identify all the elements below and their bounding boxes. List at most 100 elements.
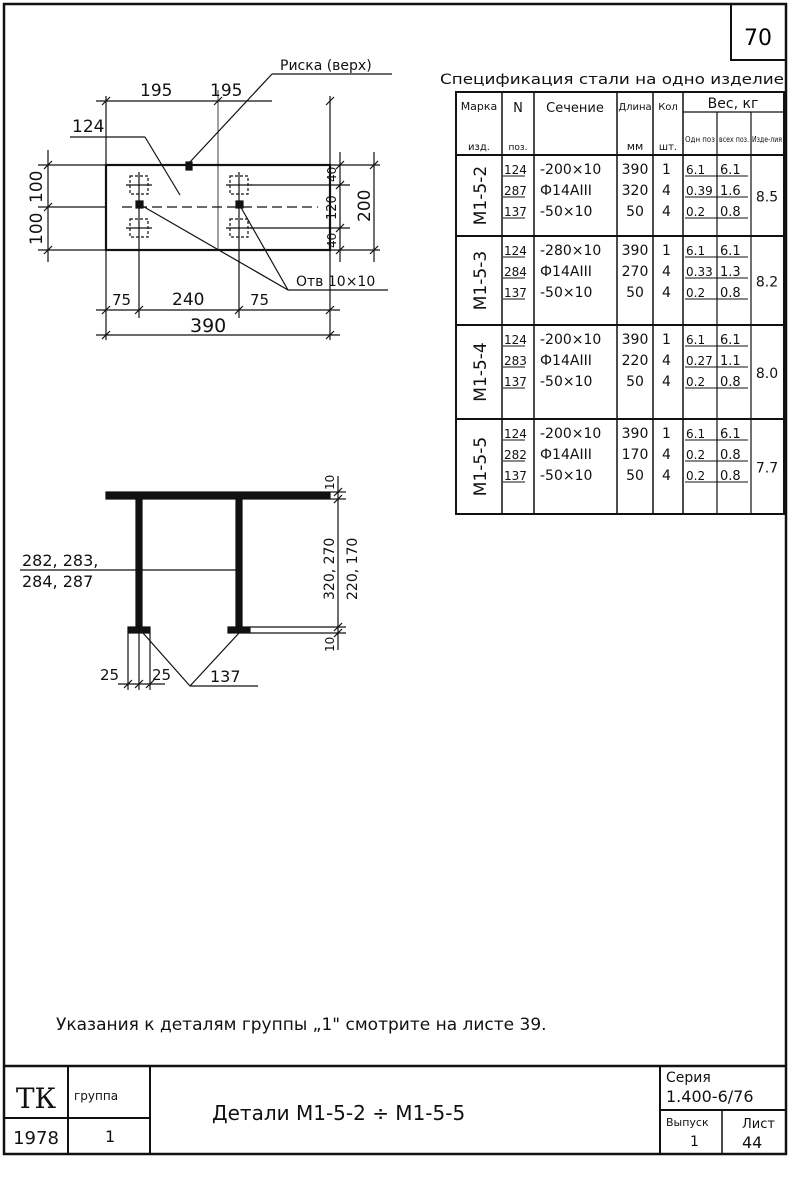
dim-side-height-2: 220, 170 xyxy=(345,538,361,600)
mark-label: Риска (верх) xyxy=(280,58,372,74)
spec-section: -50×10 xyxy=(540,374,592,390)
spec-w-one: 0.39 xyxy=(686,184,713,198)
spec-w-one: 6.1 xyxy=(686,427,705,441)
spec-w-all: 6.1 xyxy=(720,333,741,348)
hdr-section: Сечение xyxy=(546,101,604,116)
spec-mark: М1-5-3 xyxy=(471,251,491,310)
hdr-mark: Марка xyxy=(461,100,498,113)
hdr-length-unit: мм xyxy=(627,140,644,153)
spec-w-one: 0.33 xyxy=(686,265,713,279)
spec-section: Ф14АIII xyxy=(540,183,592,199)
spec-length: 390 xyxy=(622,426,649,442)
spec-pos: 124 xyxy=(504,163,527,177)
dim-bottom-b: 240 xyxy=(172,290,204,310)
spec-qty: 4 xyxy=(662,447,671,463)
spec-length: 50 xyxy=(626,468,644,484)
series-label: Серия xyxy=(666,1070,711,1086)
group-value: 1 xyxy=(105,1127,115,1146)
title-block xyxy=(4,1064,786,1154)
hdr-weight: Вес, кг xyxy=(708,96,759,112)
spec-total: 8.0 xyxy=(756,366,778,382)
spec-pos: 287 xyxy=(504,184,527,198)
spec-section: -200×10 xyxy=(540,426,601,442)
spec-length: 320 xyxy=(622,183,649,199)
dim-right-b: 120 xyxy=(325,195,340,220)
spec-w-all: 0.8 xyxy=(720,375,741,390)
spec-w-one: 6.1 xyxy=(686,333,705,347)
rod-refs-1: 282, 283, xyxy=(22,551,98,570)
spec-w-all: 0.8 xyxy=(720,286,741,301)
spec-pos: 284 xyxy=(504,265,527,279)
dim-side-w2: 25 xyxy=(152,666,171,684)
spec-w-all: 1.6 xyxy=(720,184,741,199)
spec-section: -50×10 xyxy=(540,204,592,220)
spec-qty: 1 xyxy=(662,426,671,442)
dim-bottom-a: 75 xyxy=(112,291,131,309)
spec-qty: 4 xyxy=(662,183,671,199)
base-plate-left xyxy=(127,626,151,634)
spec-qty: 4 xyxy=(662,374,671,390)
dim-bottom-total: 390 xyxy=(190,315,226,337)
series-value: 1.400-6/76 xyxy=(666,1087,754,1106)
group-label: группа xyxy=(74,1089,118,1103)
spec-w-one: 0.27 xyxy=(686,354,713,368)
dim-top-right: 195 xyxy=(210,81,242,101)
spec-pos: 124 xyxy=(504,244,527,258)
year: 1978 xyxy=(13,1128,59,1149)
spec-length: 270 xyxy=(622,264,649,280)
spec-qty: 4 xyxy=(662,468,671,484)
spec-title: Спецификация стали на одно изделие xyxy=(440,72,784,88)
spec-w-one: 0.2 xyxy=(686,375,705,389)
spec-qty: 1 xyxy=(662,162,671,178)
rod-right xyxy=(235,498,243,628)
spec-qty: 4 xyxy=(662,264,671,280)
dim-left-bottom: 100 xyxy=(27,213,47,245)
spec-total: 8.2 xyxy=(756,275,778,291)
corner-number: 70 xyxy=(744,26,772,51)
spec-total: 7.7 xyxy=(756,461,778,477)
spec-w-all: 0.8 xyxy=(720,469,741,484)
spec-length: 390 xyxy=(622,243,649,259)
spec-w-all: 6.1 xyxy=(720,244,741,259)
sheet-frame xyxy=(2,2,788,1156)
spec-mark: М1-5-4 xyxy=(471,342,491,401)
top-plate xyxy=(105,491,331,500)
spec-pos: 282 xyxy=(504,448,527,462)
dim-left-top: 100 xyxy=(27,171,47,203)
spec-section: -50×10 xyxy=(540,285,592,301)
side-view-labels: 10 320, 270 220, 170 10 282, 283, 284, 2… xyxy=(22,475,361,686)
base-ref: 137 xyxy=(210,667,241,686)
spec-section: Ф14АIII xyxy=(540,353,592,369)
spec-headers: Марка изд. N поз. Сечение Длина мм Кол ш… xyxy=(461,96,782,153)
plate-ref: 124 xyxy=(72,117,104,137)
hdr-length: Длина xyxy=(618,102,651,113)
spec-qty: 1 xyxy=(662,243,671,259)
dim-right-c: 40 xyxy=(325,233,339,248)
hdr-w-item: Изде-лия xyxy=(752,135,782,144)
spec-length: 50 xyxy=(626,374,644,390)
org-code: ТК xyxy=(16,1082,57,1115)
spec-length: 390 xyxy=(622,332,649,348)
drawing-title: Детали М1-5-2 ÷ М1-5-5 xyxy=(212,1101,465,1125)
spec-pos: 137 xyxy=(504,375,527,389)
spec-section: Ф14АIII xyxy=(540,264,592,280)
spec-w-all: 1.1 xyxy=(720,354,741,369)
spec-w-one: 0.2 xyxy=(686,205,705,219)
side-view xyxy=(20,476,346,690)
sheet-note: Указания к деталям группы „1" смотрите н… xyxy=(56,1015,547,1035)
spec-section: -50×10 xyxy=(540,468,592,484)
dim-side-height-1: 320, 270 xyxy=(322,538,338,600)
hole-label: Отв 10×10 xyxy=(296,274,375,290)
dim-bottom-c: 75 xyxy=(250,291,269,309)
spec-section: -280×10 xyxy=(540,243,601,259)
spec-qty: 1 xyxy=(662,332,671,348)
spec-qty: 4 xyxy=(662,353,671,369)
title-block-text: ТК группа 1 1978 Детали М1-5-2 ÷ М1-5-5 … xyxy=(13,1070,775,1152)
plan-view-labels: Риска (верх) 195 195 124 100 100 40 120 … xyxy=(27,58,375,337)
spec-pos: 137 xyxy=(504,286,527,300)
spec-section: -200×10 xyxy=(540,332,601,348)
spec-section: -200×10 xyxy=(540,162,601,178)
spec-pos: 283 xyxy=(504,354,527,368)
dim-right-a: 40 xyxy=(325,167,339,182)
